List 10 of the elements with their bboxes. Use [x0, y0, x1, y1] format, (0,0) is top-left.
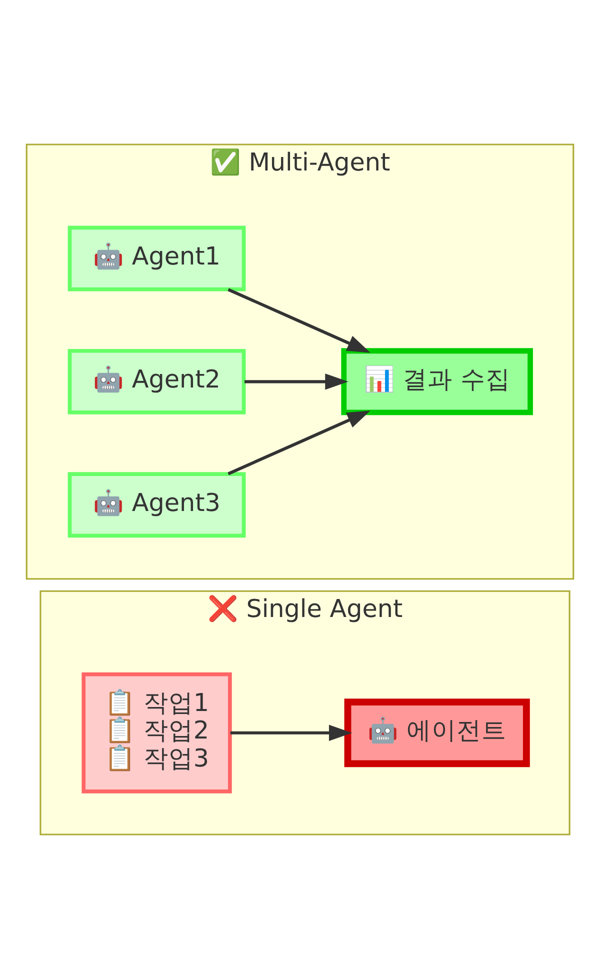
node-box: 🤖 에이전트 — [344, 698, 530, 767]
node-box: 📋 작업1 📋 작업2 📋 작업3 — [82, 672, 232, 793]
node-box: 🤖 Agent3 — [68, 472, 246, 538]
node-box: 🤖 Agent2 — [68, 348, 246, 414]
arrow — [228, 288, 370, 352]
node-box: 🤖 Agent1 — [68, 225, 246, 291]
node-box: 📊 결과 수집 — [341, 348, 533, 415]
arrow — [228, 410, 370, 475]
arrow — [230, 724, 352, 740]
arrow — [244, 373, 348, 390]
